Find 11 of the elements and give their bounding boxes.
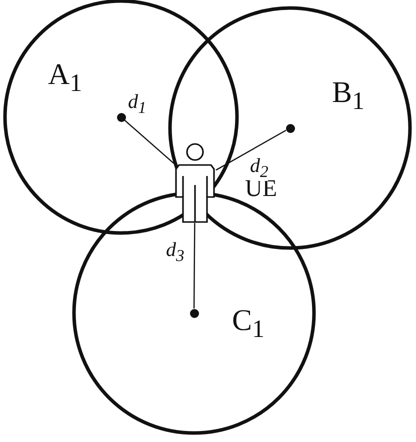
cell-label: A$_{1}$ <box>48 60 82 96</box>
center-dot <box>116 112 126 122</box>
edge-label: d$_{2}$ <box>250 156 268 181</box>
distance-line <box>193 223 196 308</box>
center-dot <box>286 124 294 132</box>
cell-label: B$_{1}$ <box>332 78 365 114</box>
center-dot <box>190 308 198 318</box>
distance-line <box>124 120 174 164</box>
person-icon <box>174 141 216 223</box>
distance-line <box>216 130 286 171</box>
cell-label: C$_{1}$ <box>232 306 265 342</box>
